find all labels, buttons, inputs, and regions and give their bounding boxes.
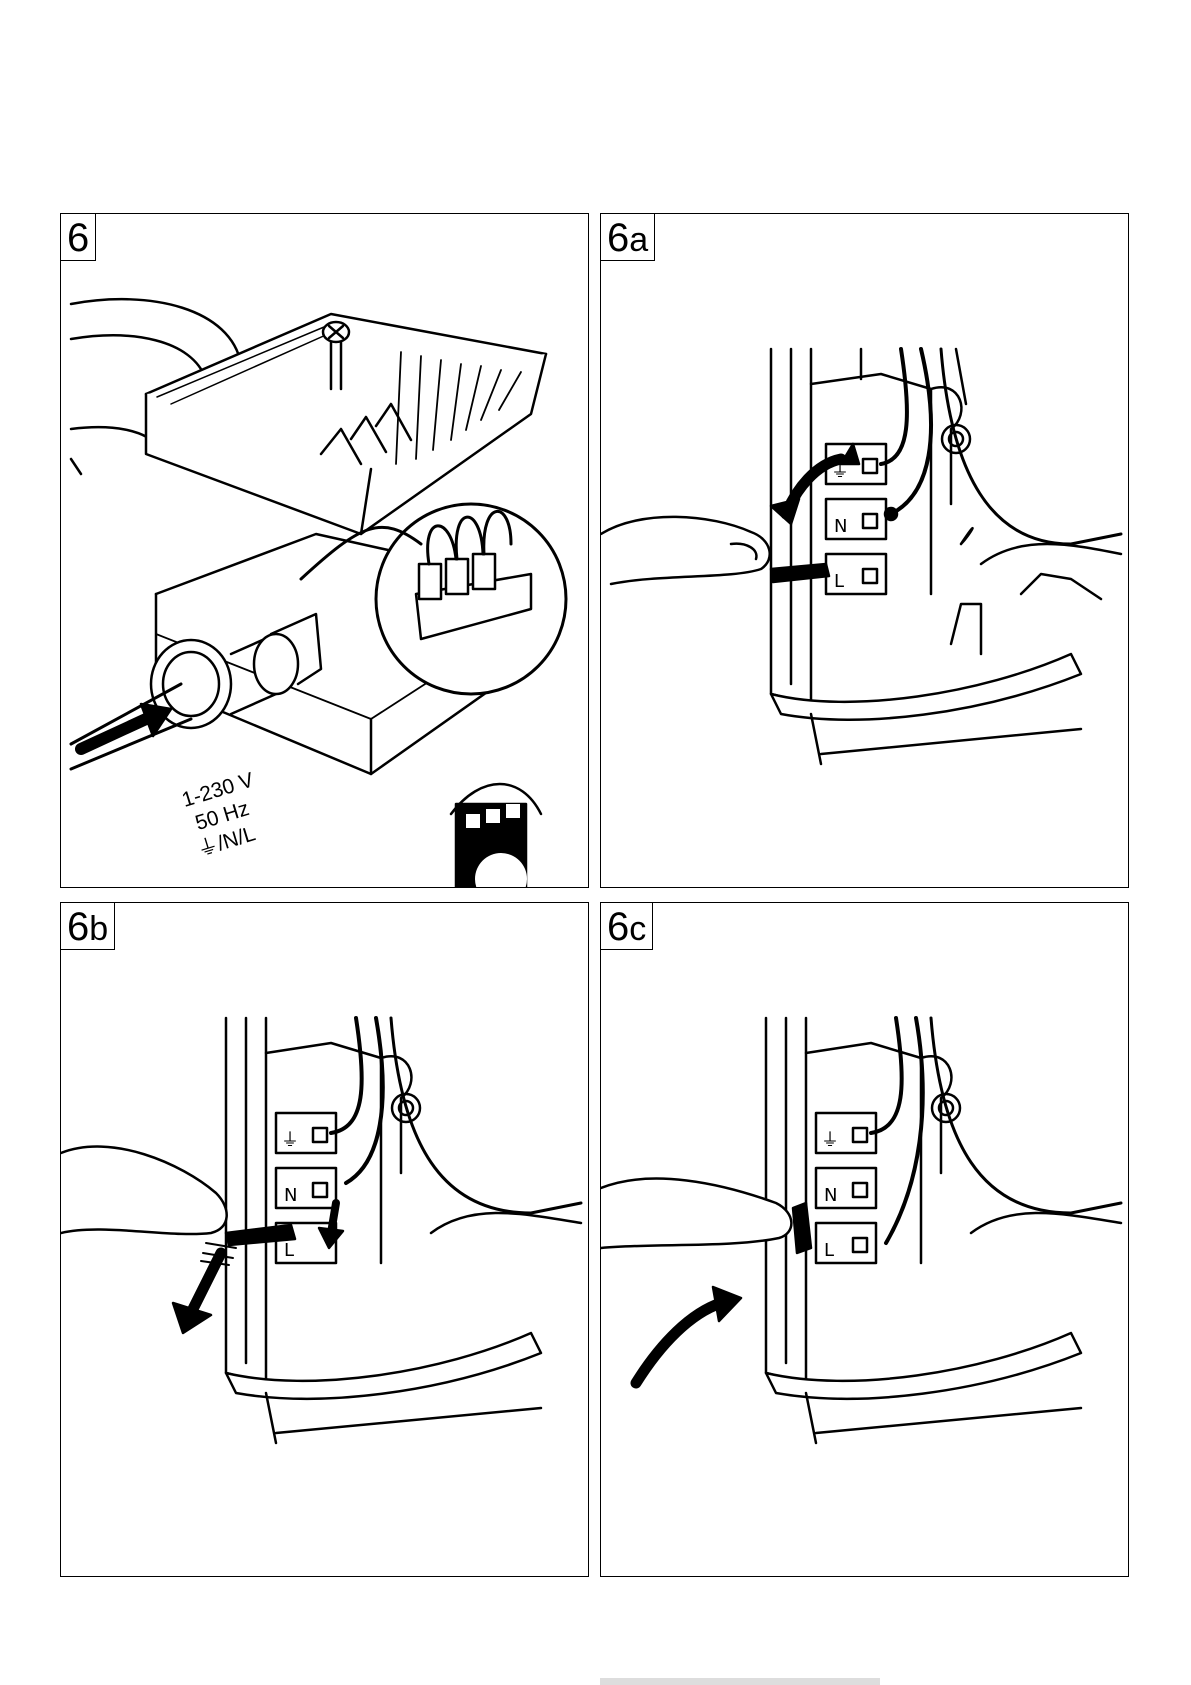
figure-sub: a — [629, 221, 648, 259]
figure-sub: b — [89, 910, 108, 948]
figure-number: 6 — [67, 216, 89, 260]
terminal-live-label: L — [284, 1240, 294, 1261]
footer-strip — [600, 1678, 880, 1685]
terminal-live-label: L — [824, 1240, 834, 1261]
terminal-box-illustration — [61, 214, 589, 888]
figure-number: 6 — [607, 216, 629, 260]
figure-6b-panel: 6b ⏚ — [60, 902, 589, 1577]
figure-label-6a: 6a — [601, 214, 655, 261]
figure-6a-panel: 6a — [600, 213, 1129, 888]
terminal-earth-label: ⏚ — [281, 1130, 299, 1151]
terminal-live-label: L — [834, 571, 844, 592]
figure-label-6b: 6b — [61, 903, 115, 950]
terminal-neutral-label: N — [284, 1185, 297, 1206]
terminal-earth-label: ⏚ — [821, 1130, 839, 1151]
terminal-insert-step-b: ⏚ N L — [61, 903, 589, 1577]
terminal-neutral-label: N — [834, 516, 847, 537]
terminal-insert-step-a: ⏚ N L — [601, 214, 1129, 888]
figure-number: 6 — [67, 905, 89, 949]
terminal-insert-step-c: ⏚ N L — [601, 903, 1129, 1577]
figure-label-6c: 6c — [601, 903, 653, 950]
terminal-earth-label: ⏚ — [831, 461, 849, 482]
figure-6-panel: 6 — [60, 213, 589, 888]
terminal-neutral-label: N — [824, 1185, 837, 1206]
figure-label-6: 6 — [61, 214, 96, 261]
figure-number: 6 — [607, 905, 629, 949]
figure-6c-panel: 6c ⏚ N L — [600, 902, 1129, 1577]
figure-sub: c — [629, 910, 646, 948]
